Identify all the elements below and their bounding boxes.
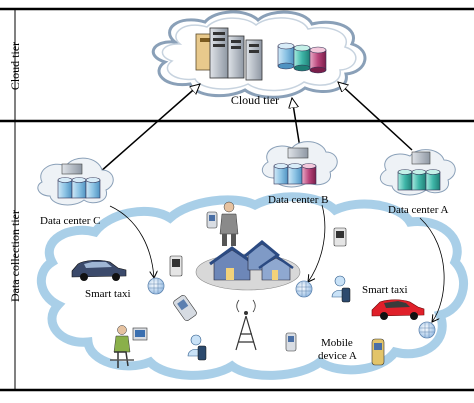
data-center-a-icon [379,149,456,196]
access-node-right [418,321,436,339]
person-at-computer-icon [110,325,148,368]
mobile-device-label-line2: device A [318,350,357,362]
smart-taxi-right-icon [371,299,425,320]
data-collection-tier-side-label: Data collection tier [8,122,22,389]
pda-device-right-top-icon [333,227,347,247]
smartphone-person-a-icon [331,275,351,303]
smartphone-person-b-icon [187,334,207,361]
data-center-c-icon [37,157,114,206]
mobile-device-label-line1: Mobile [321,337,353,349]
cloud-server-rack-icon [195,27,263,81]
arrow-dc-a-to-node [419,217,445,322]
access-node-middle [295,280,313,298]
slider-phone-icon [173,295,197,321]
smartphone-top-icon [206,211,218,229]
smart-taxi-left-icon [71,259,127,281]
data-center-b-label: Data center B [268,194,328,206]
pda-device-left-icon [169,255,183,277]
smart-taxi-right-label: Smart taxi [362,284,408,296]
cloud-tier-side-text: Cloud tier [8,42,22,90]
town-houses-icon [195,240,301,291]
smart-taxi-left-label: Smart taxi [85,288,131,300]
cloud-tier-side-label: Cloud tier [8,10,22,120]
mobile-device-a-icon [371,338,385,366]
data-center-c-label: Data center C [40,215,100,227]
data-collection-tier-side-text: Data collection tier [8,210,22,302]
person-standing-icon [219,201,239,246]
arrow-dc-a-to-cloud [338,82,413,151]
mobile-phone-small-icon [285,332,297,352]
arrow-dc-b-to-cloud [292,98,301,149]
cloud-database-icon [277,42,327,74]
cloud-tier-center-label: Cloud tier [231,93,279,107]
data-center-b-icon [261,141,338,188]
cell-tower-icon [235,299,257,351]
arrow-dc-b-to-node [308,204,326,282]
access-node-left [147,277,165,295]
arrow-dc-c-to-cloud [99,84,200,173]
arrow-dc-c-to-node [109,205,154,278]
data-center-a-label: Data center A [388,204,449,216]
